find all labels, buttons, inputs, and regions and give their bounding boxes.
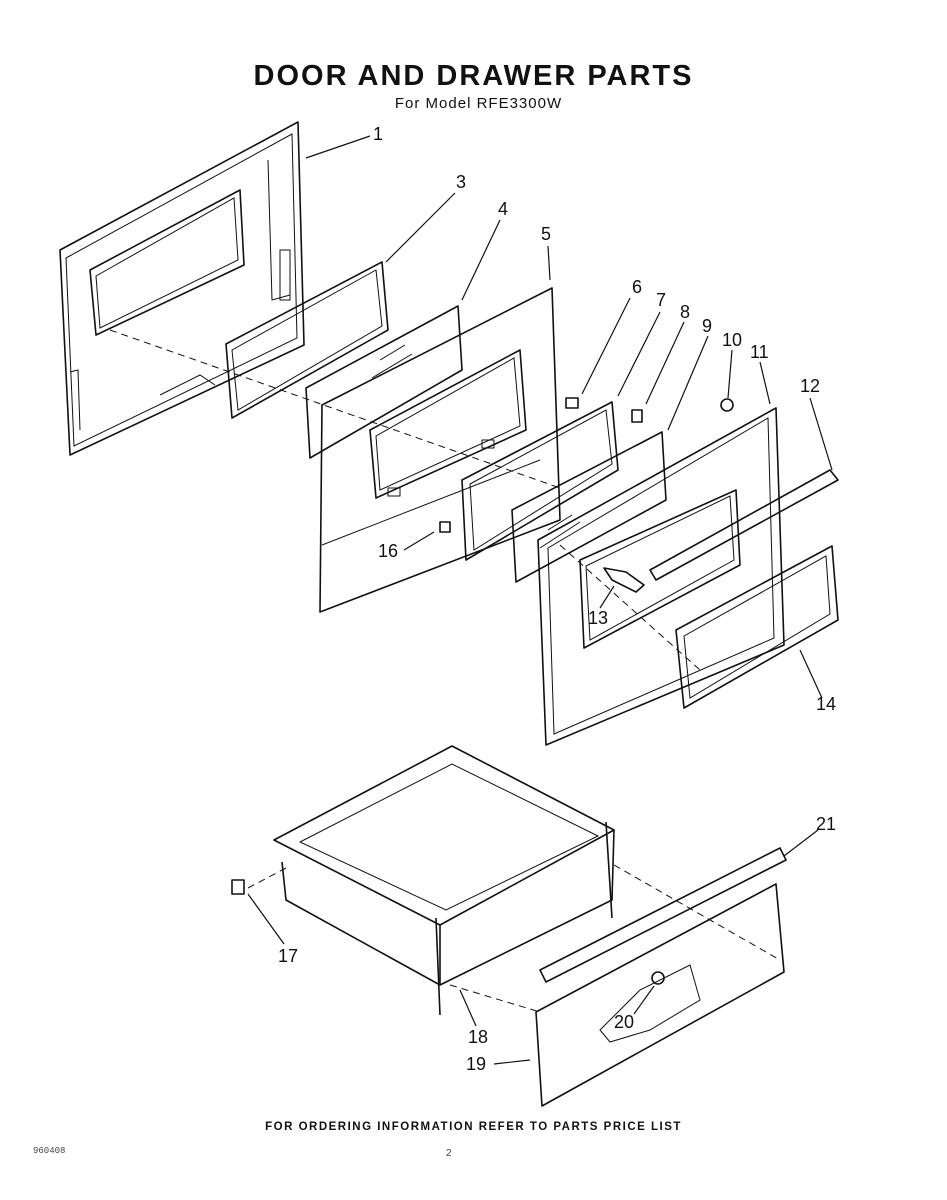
callout-21: 21 xyxy=(816,814,836,834)
callout-9: 9 xyxy=(702,316,712,336)
spacer-part-8 xyxy=(631,409,643,423)
drawer-front xyxy=(535,883,785,1107)
leader-lines xyxy=(247,135,833,1065)
callout-14: 14 xyxy=(816,694,836,714)
document-number: 960408 xyxy=(33,1146,66,1156)
inner-glass xyxy=(305,305,463,459)
callout-13: 13 xyxy=(588,608,608,628)
callout-12: 12 xyxy=(800,376,820,396)
inner-frame xyxy=(461,401,619,561)
callout-1: 1 xyxy=(373,124,383,144)
outer-door xyxy=(537,407,785,746)
handle-end-cap xyxy=(603,567,645,593)
callout-20: 20 xyxy=(614,1012,634,1032)
drawer-rail xyxy=(539,847,787,983)
outer-door-panel xyxy=(59,121,305,456)
page-number: 2 xyxy=(446,1148,452,1159)
callout-10: 10 xyxy=(722,330,742,350)
callout-18: 18 xyxy=(468,1027,488,1047)
callout-7: 7 xyxy=(656,290,666,310)
callout-6: 6 xyxy=(632,277,642,297)
alignment-dashes xyxy=(109,329,781,1013)
callout-labels: 1 3 4 5 6 7 8 9 10 11 12 13 14 16 17 18 … xyxy=(278,124,836,1074)
nut-part-10 xyxy=(720,398,734,412)
callout-19: 19 xyxy=(466,1054,486,1074)
drawer-nut-part-20 xyxy=(651,971,665,985)
storage-drawer xyxy=(273,745,615,1016)
callout-5: 5 xyxy=(541,224,551,244)
callout-11: 11 xyxy=(750,342,769,362)
outer-glass xyxy=(511,431,667,583)
callout-8: 8 xyxy=(680,302,690,322)
door-gasket xyxy=(225,261,389,419)
model-subtitle: For Model RFE3300W xyxy=(394,95,563,112)
callout-16: 16 xyxy=(378,541,398,561)
ordering-note: FOR ORDERING INFORMATION REFER TO PARTS … xyxy=(265,1121,682,1133)
clip-part-16 xyxy=(439,521,451,533)
callout-3: 3 xyxy=(456,172,466,192)
roller-part-17 xyxy=(231,879,245,895)
callout-17: 17 xyxy=(278,946,298,966)
door-liner xyxy=(319,287,561,613)
door-handle xyxy=(649,469,839,581)
window-frame xyxy=(675,545,839,709)
clip-part-6 xyxy=(565,397,579,409)
callout-4: 4 xyxy=(498,199,508,219)
page-title: DOOR AND DRAWER PARTS xyxy=(253,60,694,92)
